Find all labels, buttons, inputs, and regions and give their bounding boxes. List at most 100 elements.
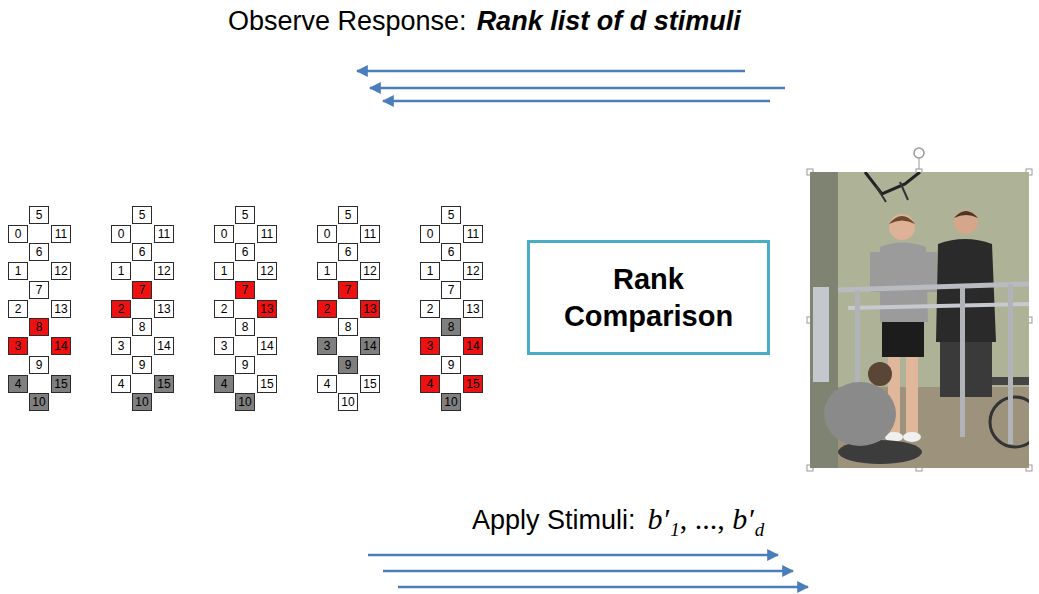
electrode-number: 15 (260, 378, 273, 390)
electrode-cell: 8 (441, 318, 461, 336)
photo-kneeling-head (868, 362, 892, 386)
electrode-cell: 15 (257, 375, 277, 393)
electrode-number: 0 (324, 228, 331, 240)
electrode-cell: 2 (111, 300, 131, 318)
electrode-number: 15 (466, 378, 479, 390)
electrode-cell: 5 (132, 206, 152, 224)
photo-patient-shirt (880, 243, 928, 323)
stimuli-caption: Apply Stimuli:b′1, ..., b′d (472, 504, 764, 534)
electrode-cell: 1 (111, 262, 131, 280)
electrode-number: 12 (466, 265, 479, 277)
electrode-number: 8 (448, 321, 455, 333)
electrode-number: 6 (36, 246, 43, 258)
electrode-cell: 9 (441, 356, 461, 374)
electrode-cell: 8 (132, 318, 152, 336)
electrode-cell: 13 (360, 300, 380, 318)
electrode-cell: 1 (317, 262, 337, 280)
electrode-cell: 3 (8, 337, 28, 355)
electrode-cell: 10 (235, 393, 255, 411)
electrode-number: 10 (135, 396, 148, 408)
photo-therapist-head (954, 210, 978, 234)
math-subscript: d (755, 520, 765, 539)
photo-patient-hair (889, 216, 915, 224)
electrode-number: 11 (158, 228, 170, 240)
electrode-number: 3 (15, 340, 22, 352)
electrode-number: 13 (54, 303, 67, 315)
electrode-cell: 3 (317, 337, 337, 355)
electrode-number: 8 (139, 321, 146, 333)
electrode-number: 4 (15, 378, 22, 390)
electrode-number: 6 (242, 246, 249, 258)
electrode-cell: 12 (360, 262, 380, 280)
response-arrow (357, 70, 745, 73)
electrode-number: 7 (345, 284, 352, 296)
electrode-cell: 14 (257, 337, 277, 355)
electrode-cell: 13 (154, 300, 174, 318)
electrode-cell: 12 (51, 262, 71, 280)
electrode-cell: 3 (214, 337, 234, 355)
electrode-cell: 0 (8, 225, 28, 243)
electrode-cell: 3 (420, 337, 440, 355)
electrode-number: 9 (242, 359, 249, 371)
electrode-cell: 15 (51, 375, 71, 393)
electrode-number: 3 (324, 340, 331, 352)
electrode-cell: 0 (111, 225, 131, 243)
electrode-number: 13 (363, 303, 376, 315)
electrode-number: 10 (238, 396, 251, 408)
math-ellipsis: , ..., (680, 504, 733, 534)
electrode-cell: 12 (257, 262, 277, 280)
electrode-cell: 7 (132, 281, 152, 299)
photo-therapist-shirt (936, 239, 996, 342)
electrode-number: 9 (139, 359, 146, 371)
electrode-number: 2 (427, 303, 434, 315)
electrode-number: 15 (54, 378, 67, 390)
electrode-number: 6 (345, 246, 352, 258)
electrode-cell: 5 (441, 206, 461, 224)
photo-bar-post (1008, 284, 1013, 444)
electrode-cell: 7 (29, 281, 49, 299)
electrode-cell: 4 (214, 375, 234, 393)
electrode-number: 9 (345, 359, 352, 371)
electrode-cell: 10 (29, 393, 49, 411)
electrode-cell: 0 (317, 225, 337, 243)
electrode-cell: 5 (235, 206, 255, 224)
patient-photo (810, 172, 1029, 468)
electrode-cell: 2 (8, 300, 28, 318)
photo-patient-leg (906, 352, 918, 434)
electrode-number: 5 (242, 209, 249, 221)
electrode-number: 5 (139, 209, 146, 221)
photo-therapist-hair (954, 211, 978, 218)
electrode-number: 13 (260, 303, 273, 315)
electrode-cell: 15 (463, 375, 483, 393)
electrode-number: 9 (36, 359, 43, 371)
electrode-cell: 12 (154, 262, 174, 280)
electrode-number: 5 (36, 209, 43, 221)
electrode-number: 0 (15, 228, 22, 240)
electrode-number: 6 (448, 246, 455, 258)
electrode-number: 13 (157, 303, 170, 315)
electrode-number: 5 (345, 209, 352, 221)
electrode-number: 7 (139, 284, 146, 296)
electrode-cell: 0 (214, 225, 234, 243)
electrode-number: 8 (345, 321, 352, 333)
electrode-cell: 14 (463, 337, 483, 355)
photo-harness-straps (876, 182, 908, 202)
electrode-cell: 0 (420, 225, 440, 243)
electrode-number: 14 (260, 340, 273, 352)
electrode-cell: 13 (51, 300, 71, 318)
electrode-number: 3 (427, 340, 434, 352)
electrode-number: 10 (444, 396, 457, 408)
electrode-number: 15 (157, 378, 170, 390)
stimulus-arrow (383, 570, 793, 573)
caption-emphasis: Rank list of d stimuli (477, 8, 741, 35)
electrode-number: 4 (221, 378, 228, 390)
electrode-number: 1 (15, 265, 22, 277)
caption-text: Observe Response: (228, 8, 467, 35)
photo-kneeling-back (824, 382, 896, 446)
response-arrow (370, 87, 785, 90)
electrode-number: 1 (427, 265, 434, 277)
electrode-cell: 14 (154, 337, 174, 355)
electrode-number: 14 (363, 340, 376, 352)
electrode-cell: 1 (8, 262, 28, 280)
